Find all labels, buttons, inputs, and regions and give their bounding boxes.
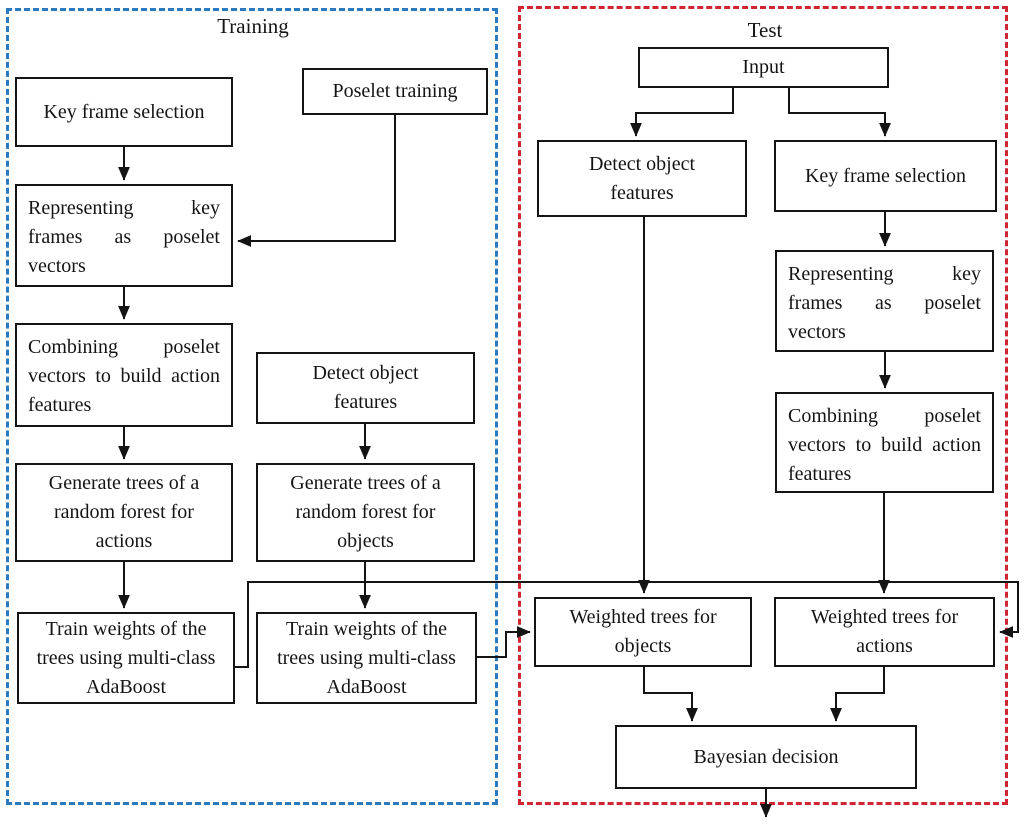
node-training-poselet-training: Poselet training <box>302 68 488 115</box>
test-panel-title: Test <box>747 18 783 42</box>
node-training-combining-poselet-vectors: Combining poselet vectors to build actio… <box>15 323 233 427</box>
node-test-input: Input <box>638 47 889 88</box>
node-test-weighted-trees-actions: Weighted trees for actions <box>774 597 995 667</box>
node-training-train-weights-actions: Train weights of the trees using multi-c… <box>17 612 235 704</box>
node-training-train-weights-objects: Train weights of the trees using multi-c… <box>256 612 477 704</box>
node-training-detect-object-features: Detect object features <box>256 352 475 424</box>
training-panel-title: Training <box>217 14 289 38</box>
node-test-weighted-trees-objects: Weighted trees for objects <box>534 597 752 667</box>
test-panel <box>518 6 1008 805</box>
node-test-representing-key-frames: Representing key frames as poselet vecto… <box>775 250 994 352</box>
training-panel <box>6 8 498 805</box>
node-training-generate-trees-objects: Generate trees of a random forest for ob… <box>256 463 475 562</box>
node-test-key-frame-selection: Key frame selection <box>774 140 997 212</box>
node-training-generate-trees-actions: Generate trees of a random forest for ac… <box>15 463 233 562</box>
node-test-combining-poselet-vectors: Combining poselet vectors to build actio… <box>775 392 994 493</box>
node-test-detect-object-features: Detect object features <box>537 140 747 217</box>
node-test-bayesian-decision: Bayesian decision <box>615 725 917 789</box>
node-training-key-frame-selection: Key frame selection <box>15 77 233 147</box>
node-training-representing-key-frames: Representing key frames as poselet vecto… <box>15 184 233 287</box>
